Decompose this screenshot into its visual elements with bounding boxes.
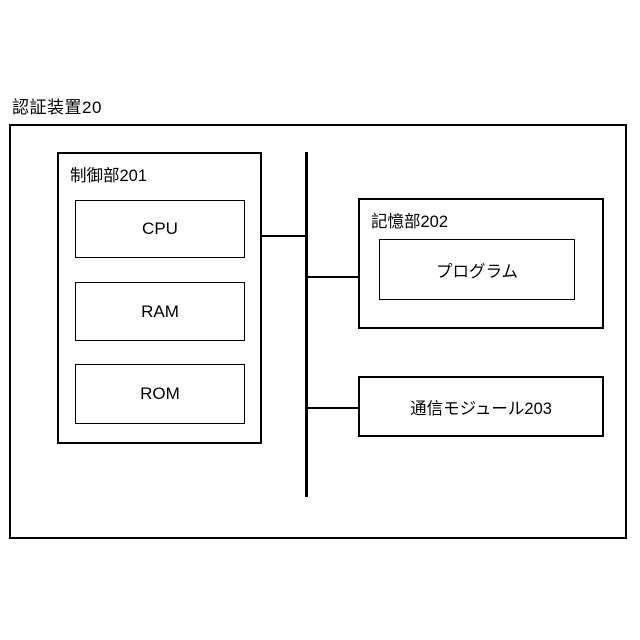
control-unit-label: 制御部201 — [70, 167, 148, 185]
rom-box: ROM — [75, 364, 245, 424]
program-box: プログラム — [379, 239, 575, 300]
comm-module-label: 通信モジュール203 — [410, 399, 552, 418]
connector-control-unit — [262, 235, 306, 237]
ram-label: RAM — [141, 301, 179, 321]
connector-storage-unit — [308, 276, 358, 278]
diagram-title: 認証装置20 — [12, 98, 102, 117]
bus-line — [305, 152, 308, 497]
storage-unit-label: 記憶部202 — [371, 213, 449, 231]
program-label: プログラム — [435, 262, 518, 281]
rom-label: ROM — [140, 384, 180, 403]
connector-comm-module — [308, 407, 358, 409]
cpu-box: CPU — [75, 200, 245, 258]
comm-module-box: 通信モジュール203 — [358, 376, 604, 437]
ram-box: RAM — [75, 282, 245, 341]
cpu-label: CPU — [142, 219, 178, 238]
